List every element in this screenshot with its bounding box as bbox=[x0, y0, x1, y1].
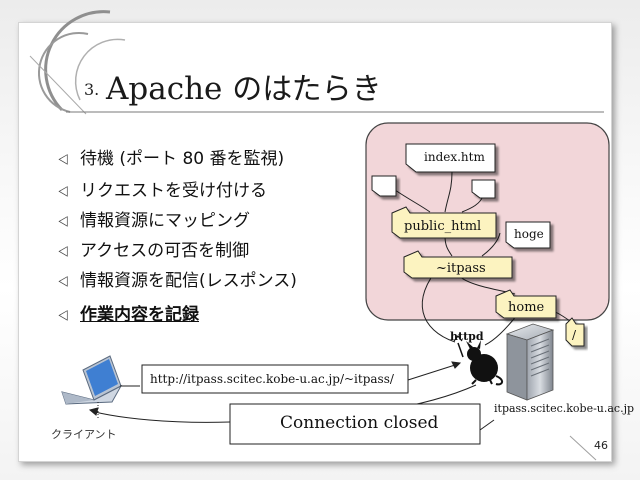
bullet-arrow-icon: ⨞ bbox=[58, 185, 69, 200]
response-box bbox=[229, 403, 481, 445]
folder-itpass bbox=[403, 250, 513, 279]
file-hoge bbox=[505, 221, 551, 249]
slide-title: Apache のはたらき bbox=[106, 64, 382, 108]
folder-public-html bbox=[391, 206, 497, 239]
folder-root bbox=[565, 317, 585, 347]
file-index-htm bbox=[405, 143, 496, 173]
bullet-item: ⨞情報資源を配信(レスポンス) bbox=[58, 271, 297, 291]
request-url-box bbox=[141, 364, 409, 394]
file-blank-left bbox=[371, 175, 397, 197]
label-hoge: hoge bbox=[514, 227, 544, 241]
bullet-arrow-icon: ⨞ bbox=[58, 245, 69, 260]
title-latin: Apache bbox=[106, 71, 223, 107]
bullet-arrow-icon: ⨞ bbox=[58, 215, 69, 230]
response-text: Connection closed bbox=[280, 413, 439, 433]
label-itpass: ~itpass bbox=[436, 261, 486, 276]
label-public-html: public_html bbox=[404, 219, 482, 234]
bullet-arrow-icon: ⨞ bbox=[58, 153, 69, 168]
server-icon bbox=[505, 323, 555, 401]
daemon-icon bbox=[453, 335, 503, 386]
label-home: home bbox=[508, 300, 545, 315]
bullet-item: ⨞情報資源にマッピング bbox=[58, 211, 250, 231]
label-root: / bbox=[572, 328, 577, 342]
slide-number: 3. bbox=[84, 80, 100, 99]
laptop-icon bbox=[61, 355, 123, 405]
request-url-text: http://itpass.scitec.kobe-u.ac.jp/~itpas… bbox=[150, 372, 394, 386]
folder-home bbox=[495, 289, 557, 319]
page-number: 46 bbox=[594, 439, 608, 452]
bullet-arrow-icon: ⨞ bbox=[58, 275, 69, 290]
bullet-item-emphasized: ⨞作業内容を記録 bbox=[58, 305, 199, 325]
bullet-item: ⨞リクエストを受け付ける bbox=[58, 181, 267, 201]
bullet-item: ⨞待機 (ポート 80 番を監視) bbox=[58, 149, 285, 169]
bullet-arrow-icon: ⨞ bbox=[58, 309, 69, 324]
file-blank-right bbox=[471, 179, 496, 199]
label-server-host: itpass.scitec.kobe-u.ac.jp bbox=[494, 402, 635, 415]
label-index-htm: index.htm bbox=[424, 150, 485, 164]
response-box-pointer bbox=[479, 419, 495, 431]
bullet-item: ⨞アクセスの可否を制御 bbox=[58, 241, 250, 261]
label-httpd: httpd bbox=[450, 330, 484, 343]
client-label: クライアント bbox=[51, 428, 117, 441]
request-arrow bbox=[120, 361, 462, 387]
title-japanese: のはたらき bbox=[232, 72, 382, 107]
